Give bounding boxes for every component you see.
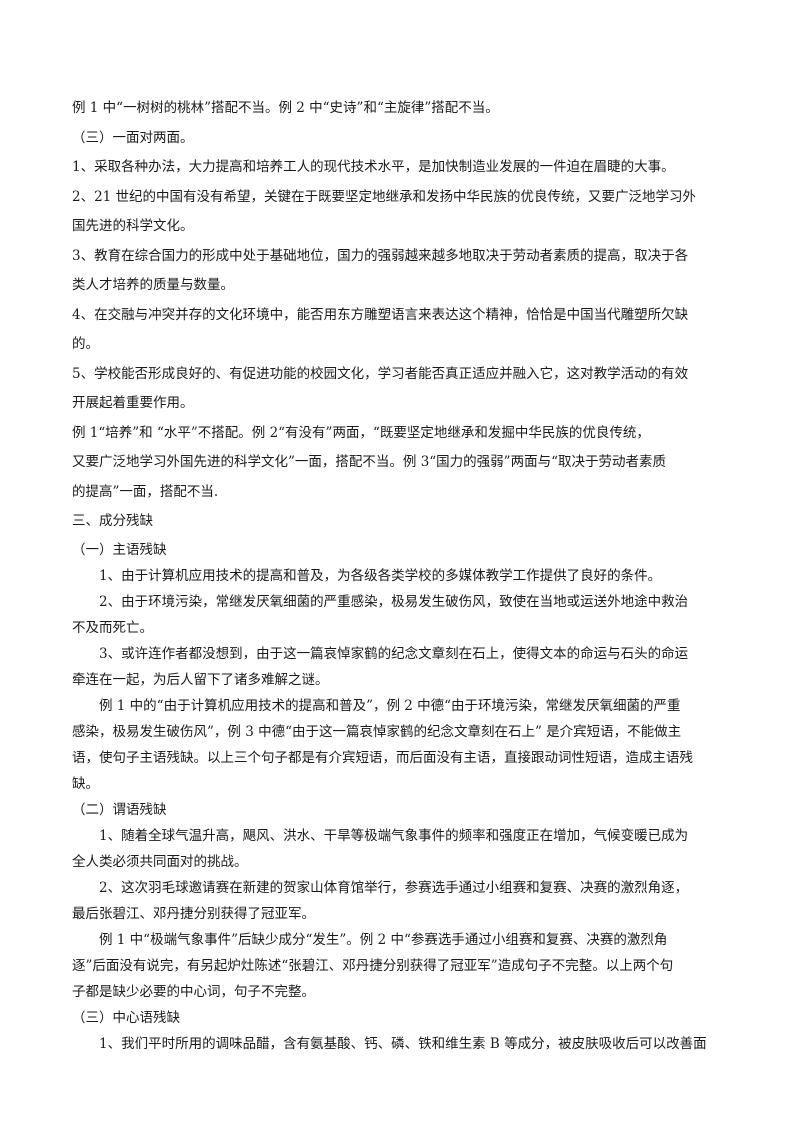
paragraph-line: 子都是缺少必要的中心词，句子不完整。 bbox=[72, 983, 315, 1000]
paragraph-line: 语，使句子主语残缺。以上三个句子都是有介宾短语，而后面没有主语，直接跟动词性短语… bbox=[72, 749, 693, 766]
paragraph-line: 2、由于环境污染，常继发厌氧细菌的严重感染，极易发生破伤风，致使在当地或运送外地… bbox=[99, 593, 689, 610]
paragraph-line: 1、我们平时所用的调味品醋，含有氨基酸、钙、磷、铁和维生素 B 等成分，被皮肤吸… bbox=[99, 1035, 707, 1052]
paragraph-line: 感染，极易发生破伤风”，例 3 中德“由于这一篇哀悼家鹤的纪念文章刻在石上” 是… bbox=[72, 723, 682, 740]
paragraph-line: 逐”后面没有说完，有另起炉灶陈述“张碧江、邓丹捷分别获得了冠亚军”造成句子不完整… bbox=[72, 957, 674, 974]
subsection-heading: （三）中心语残缺 bbox=[72, 1009, 180, 1026]
paragraph-line: 类人才培养的质量与数量。 bbox=[72, 277, 234, 293]
paragraph-line: 5、学校能否形成良好的、有促进功能的校园文化，学习者能否真正适应并融入它，这对教… bbox=[72, 365, 689, 382]
paragraph-line: 1、由于计算机应用技术的提高和普及，为各级各类学校的多媒体教学工作提供了良好的条… bbox=[99, 567, 662, 584]
paragraph-line: 的提高”一面，搭配不当. bbox=[72, 483, 219, 500]
paragraph-line: 1、采取各种办法，大力提高和培养工人的现代技术水平，是加快制造业发展的一件迫在眉… bbox=[72, 159, 675, 175]
paragraph-line: 国先进的科学文化。 bbox=[72, 218, 194, 234]
paragraph-line: 2、这次羽毛球邀请赛在新建的贺家山体育馆举行，参赛选手通过小组赛和复赛、决赛的激… bbox=[99, 879, 689, 896]
paragraph-line: 的。 bbox=[72, 336, 99, 352]
paragraph-line: 缺。 bbox=[72, 775, 99, 792]
paragraph-line: （三）一面对两面。 bbox=[72, 129, 194, 146]
paragraph-line: 最后张碧江、邓丹捷分别获得了冠亚军。 bbox=[72, 905, 315, 922]
paragraph-line: 不及而死亡。 bbox=[72, 619, 153, 636]
section-matching-errors: 例 1 中“一树树的桃林”搭配不当。例 2 中“史诗”和“主旋律”搭配不当。 （三… bbox=[72, 94, 732, 537]
paragraph-line: 3、教育在综合国力的形成中处于基础地位，国力的强弱越来越多地取决于劳动者素质的提… bbox=[72, 247, 689, 264]
paragraph-line: 2、21 世纪的中国有没有希望，关键在于既要坚定地继承和发扬中华民族的优良传统，… bbox=[72, 188, 697, 205]
paragraph-line: 又要广泛地学习外国先进的科学文化”一面，搭配不当。例 3“国力的强弱”两面与“取… bbox=[72, 454, 666, 470]
section-missing-components: （一）主语残缺 1、由于计算机应用技术的提高和普及，为各级各类学校的多媒体教学工作… bbox=[72, 537, 732, 1057]
paragraph-line: 4、在交融与冲突并存的文化环境中，能否用东方雕塑语言来表达这个精神，恰恰是中国当… bbox=[72, 306, 689, 323]
paragraph-line: 3、或许连作者都没想到，由于这一篇哀悼家鹤的纪念文章刻在石上，使得文本的命运与石… bbox=[99, 645, 689, 662]
paragraph-line: 牵连在一起，为后人留下了诸多难解之谜。 bbox=[72, 671, 329, 688]
paragraph-line: 全人类必须共同面对的挑战。 bbox=[72, 853, 248, 870]
paragraph-line: 例 1 中“一树树的桃林”搭配不当。例 2 中“史诗”和“主旋律”搭配不当。 bbox=[72, 100, 499, 116]
paragraph-line: 三、成分残缺 bbox=[72, 513, 153, 529]
paragraph-line: 1、随着全球气温升高，飓风、洪水、干旱等极端气象事件的频率和强度正在增加，气候变… bbox=[99, 827, 689, 844]
paragraph-line: 开展起着重要作用。 bbox=[72, 395, 194, 411]
paragraph-line: 例 1 中的“由于计算机应用技术的提高和普及”，例 2 中德“由于环境污染，常继… bbox=[99, 697, 681, 714]
subsection-heading: （二）谓语残缺 bbox=[72, 801, 167, 818]
paragraph-line: 例 1“培养”和 “水平”不搭配。例 2“有没有”两面，“既要坚定地继承和发掘中… bbox=[72, 424, 650, 441]
document-page: 例 1 中“一树树的桃林”搭配不当。例 2 中“史诗”和“主旋律”搭配不当。 （三… bbox=[72, 94, 732, 1057]
paragraph-line: 例 1 中“极端气象事件”后缺少成分“发生”。例 2 中“参赛选手通过小组赛和复… bbox=[99, 931, 668, 948]
subsection-heading: （一）主语残缺 bbox=[72, 541, 167, 558]
